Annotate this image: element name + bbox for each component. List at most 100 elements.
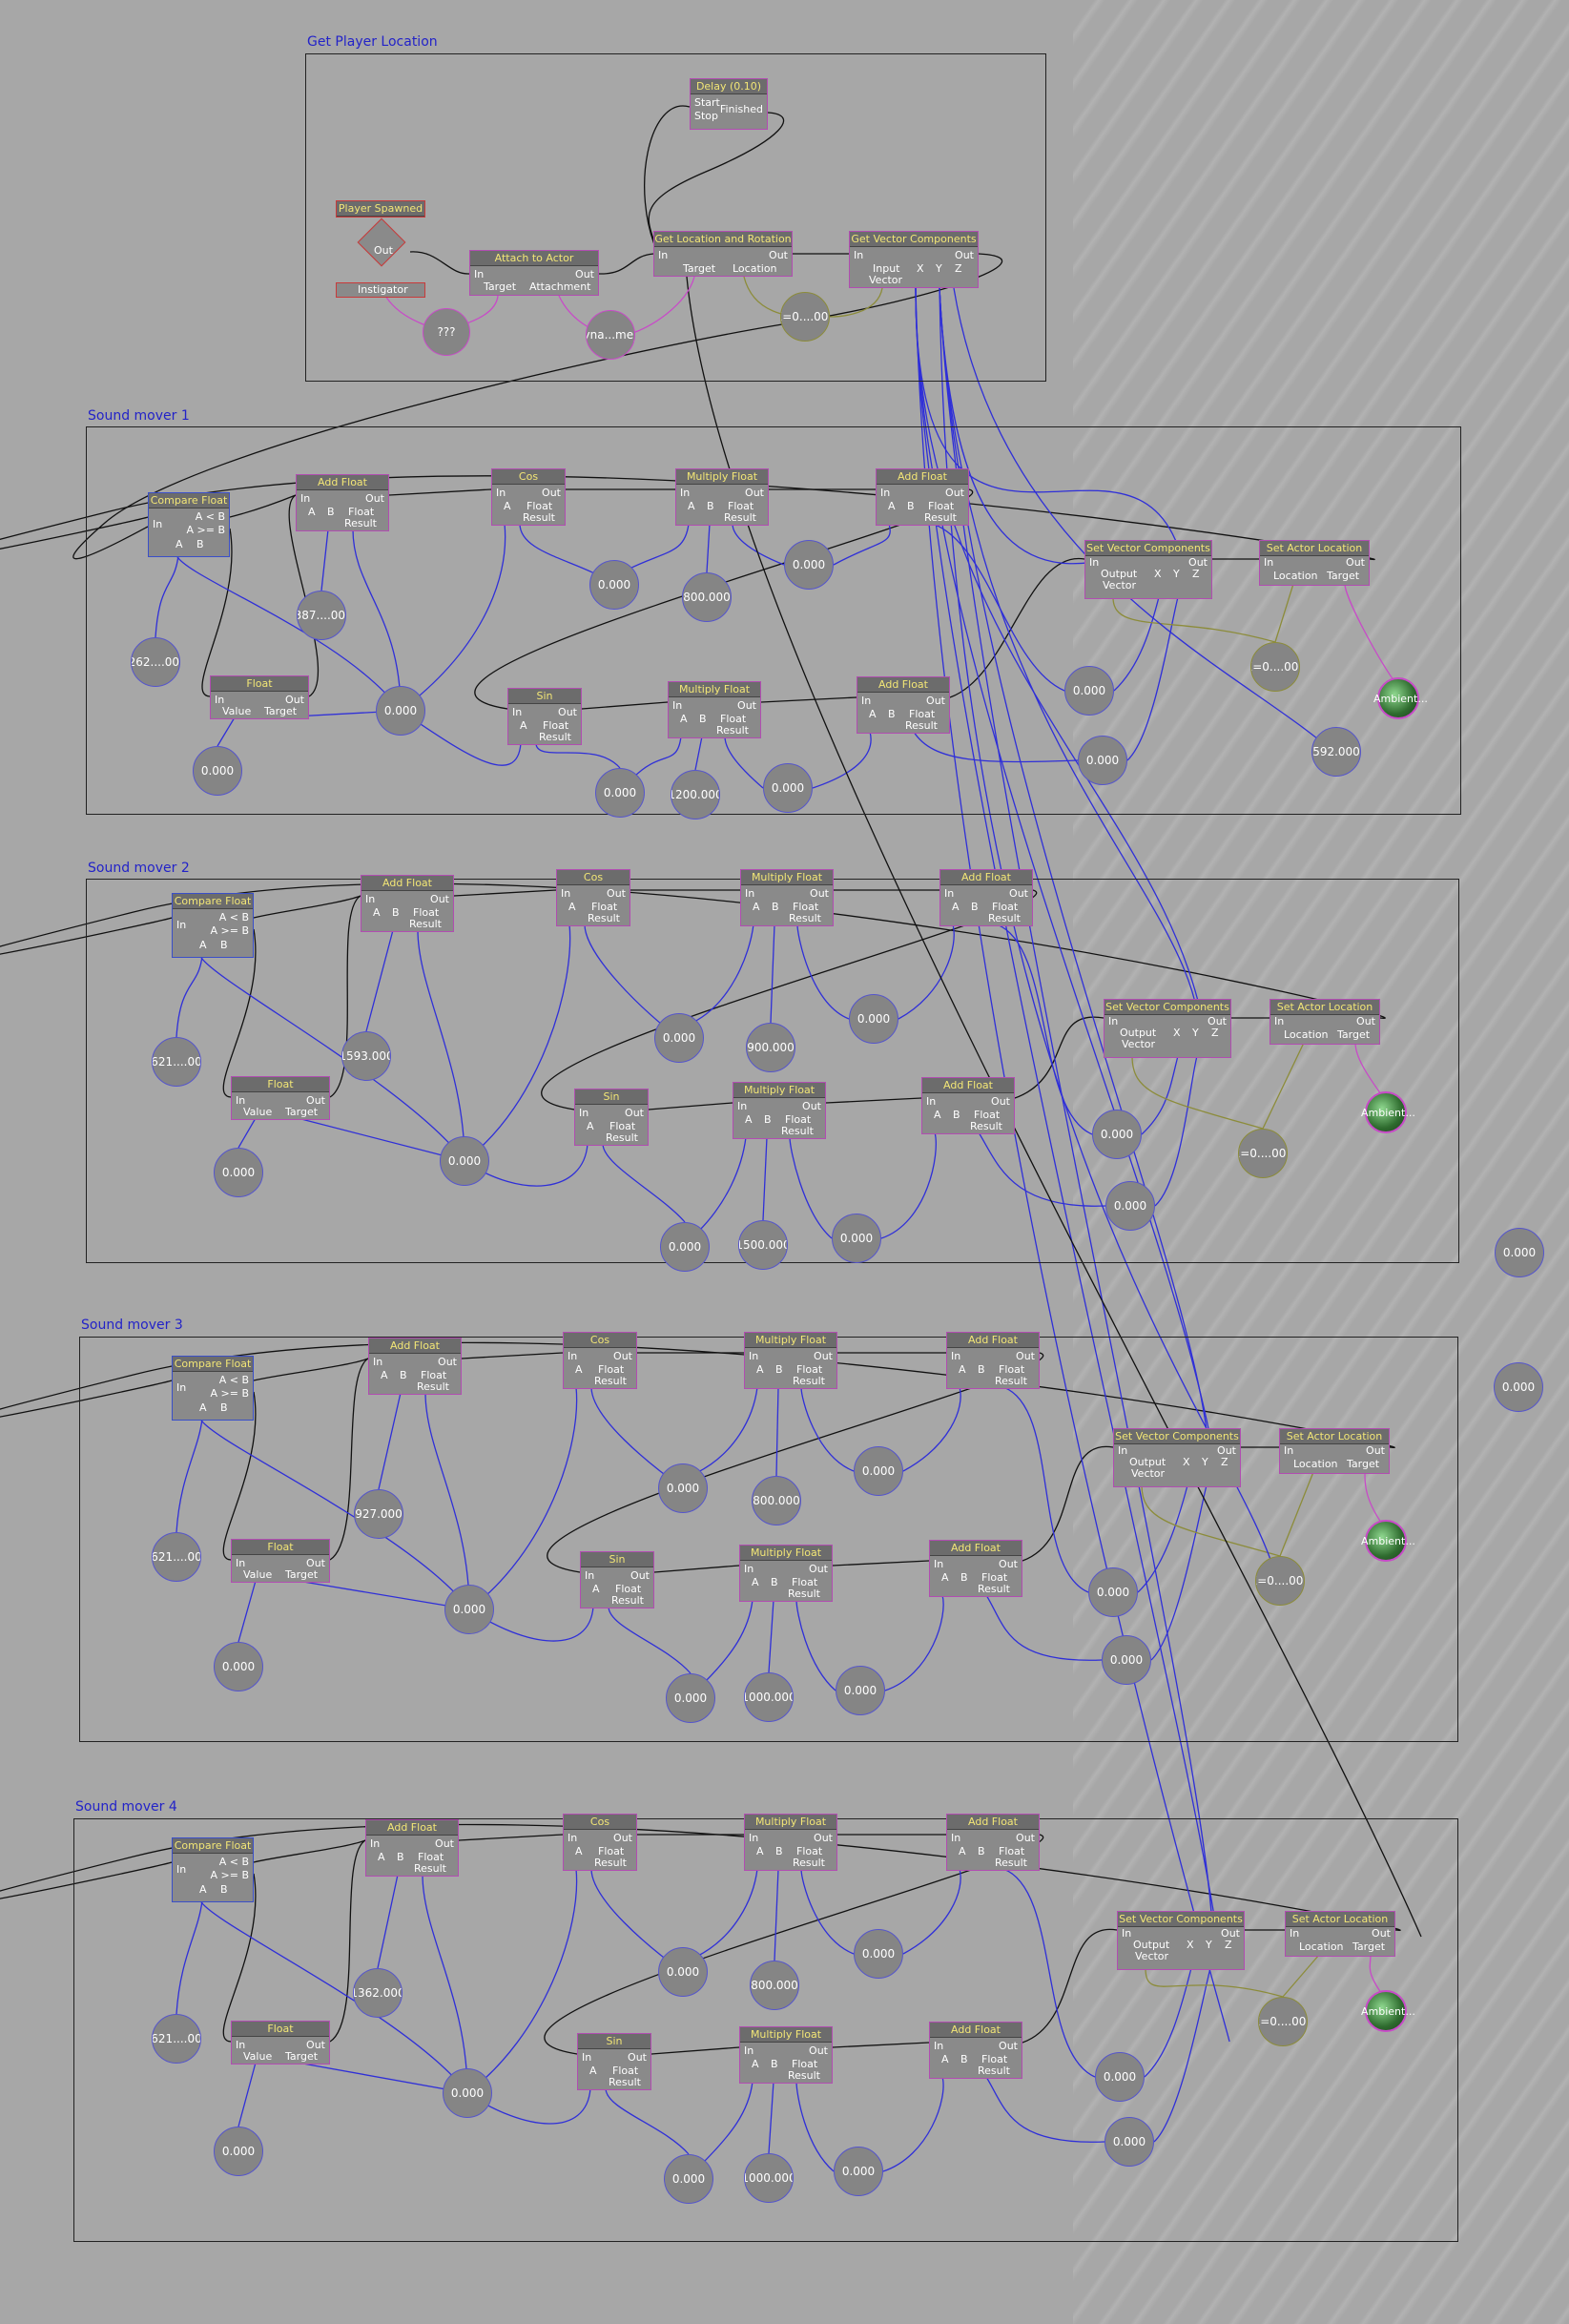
- pin-in[interactable]: In: [236, 2039, 246, 2051]
- pin-in[interactable]: In: [926, 1095, 937, 1108]
- pin-a[interactable]: A: [934, 1109, 941, 1121]
- var-add-b[interactable]: 1362.000: [353, 1968, 403, 2018]
- pin-target[interactable]: Target: [1327, 570, 1360, 582]
- pin-result[interactable]: Result: [344, 517, 377, 529]
- pin-a[interactable]: A: [756, 1363, 764, 1376]
- pin-in[interactable]: In: [1122, 1927, 1132, 1940]
- pin-a[interactable]: A: [568, 901, 576, 913]
- ambient-sound-actor[interactable]: [1377, 677, 1419, 719]
- var-compare-b[interactable]: 2621....000: [152, 1037, 201, 1087]
- pin-out[interactable]: Out: [306, 1557, 325, 1569]
- var-vector[interactable]: X=0....000: [1255, 1556, 1305, 1606]
- pin-out[interactable]: Out: [1356, 1015, 1375, 1027]
- pin-result[interactable]: Result: [905, 719, 938, 732]
- pin-a[interactable]: A: [869, 708, 877, 720]
- var-float-hub[interactable]: 0.000: [440, 1136, 489, 1186]
- var-float-hub[interactable]: 0.000: [444, 1585, 494, 1634]
- pin-a[interactable]: A: [575, 1363, 583, 1376]
- pin-vector[interactable]: Vector: [1103, 579, 1137, 591]
- pin-z[interactable]: Z: [1192, 568, 1200, 580]
- pin-y[interactable]: Y: [1206, 1939, 1212, 1951]
- pin-a-ge-b[interactable]: A >= B: [186, 524, 226, 536]
- pin-out[interactable]: Out: [1366, 1444, 1385, 1457]
- var-float-value[interactable]: 0.000: [214, 1148, 263, 1197]
- var-cos-multiplier[interactable]: 900.000: [746, 1023, 795, 1072]
- pin-target[interactable]: Target: [285, 1568, 319, 1581]
- pin-in[interactable]: In: [749, 1832, 759, 1844]
- pin-b[interactable]: B: [960, 1571, 968, 1584]
- pin-float[interactable]: Float: [598, 1363, 625, 1376]
- pin-value[interactable]: Value: [243, 1568, 273, 1581]
- pin-a[interactable]: A: [941, 2053, 949, 2065]
- pin-a[interactable]: A: [753, 901, 760, 913]
- ambient-sound-actor[interactable]: [1365, 1990, 1407, 2032]
- pin-in[interactable]: In: [1089, 556, 1100, 569]
- pin-output[interactable]: Output: [1120, 1027, 1157, 1039]
- pin-x[interactable]: X: [1173, 1027, 1181, 1039]
- pin-out[interactable]: Out: [1188, 556, 1208, 569]
- pin-b[interactable]: B: [971, 901, 979, 913]
- pin-a[interactable]: A: [308, 506, 316, 518]
- pin-out[interactable]: Out: [607, 887, 626, 900]
- pin-float[interactable]: Float: [720, 713, 747, 725]
- pin-out[interactable]: Out: [374, 244, 393, 257]
- pin-finished[interactable]: Finished: [719, 103, 763, 115]
- node-attach-to-actor[interactable]: Attach to Actor In Out Target Attachment: [469, 250, 599, 296]
- pin-float[interactable]: Float: [543, 719, 569, 732]
- pin-b[interactable]: B: [978, 1363, 985, 1376]
- pin-out[interactable]: Out: [955, 249, 974, 261]
- pin-out[interactable]: Out: [814, 1832, 833, 1844]
- pin-out[interactable]: Out: [438, 1356, 457, 1368]
- pin-a[interactable]: A: [587, 1120, 594, 1132]
- pin-in[interactable]: In: [951, 1350, 961, 1362]
- pin-vector[interactable]: Vector: [869, 274, 903, 286]
- pin-b[interactable]: B: [772, 901, 779, 913]
- var-cos-multiplier[interactable]: 800.000: [752, 1476, 801, 1525]
- var-vector[interactable]: X=0....000: [1250, 642, 1300, 692]
- pin-y[interactable]: Y: [1173, 568, 1180, 580]
- pin-result[interactable]: Result: [611, 1594, 644, 1607]
- pin-out[interactable]: Out: [613, 1832, 632, 1844]
- pin-a-ge-b[interactable]: A >= B: [210, 924, 250, 937]
- pin-out[interactable]: Out: [1016, 1832, 1035, 1844]
- pin-out[interactable]: Out: [802, 1100, 821, 1112]
- pin-stop[interactable]: Stop: [694, 110, 719, 122]
- var-shared-float[interactable]: 0.000: [1494, 1362, 1543, 1412]
- pin-a[interactable]: A: [378, 1851, 385, 1863]
- pin-result[interactable]: Result: [588, 912, 620, 924]
- pin-location[interactable]: Location: [1293, 1458, 1338, 1470]
- var-sin-multiplier[interactable]: 1500.000: [738, 1220, 788, 1270]
- var-cos-multiplier[interactable]: 800.000: [682, 572, 732, 622]
- pin-float[interactable]: Float: [981, 1571, 1008, 1584]
- var-location-vector[interactable]: X=0....000: [780, 292, 830, 342]
- pin-out[interactable]: Out: [1372, 1927, 1391, 1940]
- var-result-x[interactable]: 0.000: [1088, 1567, 1138, 1617]
- pin-out[interactable]: Out: [945, 487, 964, 499]
- pin-a-lt-b[interactable]: A < B: [218, 1374, 249, 1386]
- pin-b[interactable]: B: [771, 2058, 778, 2070]
- pin-a-lt-b[interactable]: A < B: [218, 911, 249, 923]
- pin-in[interactable]: In: [176, 1381, 187, 1394]
- pin-b[interactable]: B: [220, 1401, 228, 1414]
- var-add-b[interactable]: 1593.000: [341, 1031, 391, 1081]
- pin-z[interactable]: Z: [1211, 1027, 1219, 1039]
- pin-in[interactable]: In: [474, 268, 485, 280]
- pin-attachment[interactable]: Attachment: [529, 280, 591, 293]
- pin-b[interactable]: B: [397, 1851, 404, 1863]
- pin-result[interactable]: Result: [789, 912, 821, 924]
- pin-in[interactable]: In: [672, 699, 683, 712]
- pin-target[interactable]: Target: [1337, 1028, 1371, 1041]
- pin-a[interactable]: A: [199, 1883, 207, 1896]
